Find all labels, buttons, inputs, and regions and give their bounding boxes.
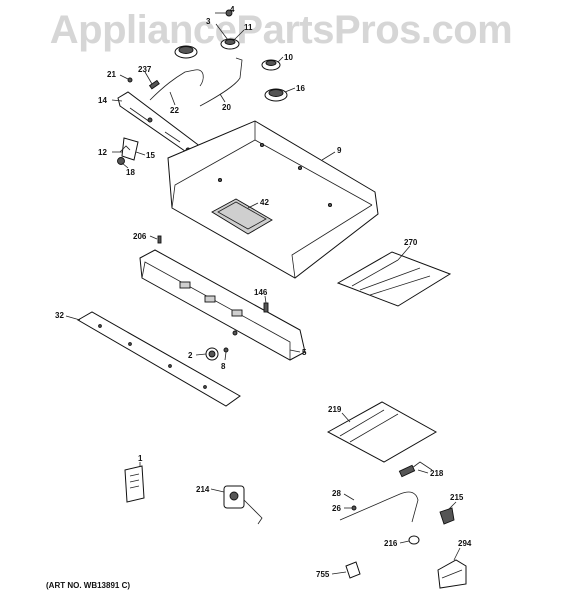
callout-labels: 4 3 11 10 16 21 237 22 20 14 9 12 15 18 … (55, 5, 472, 579)
callout-2: 2 (188, 351, 193, 360)
callout-42: 42 (260, 198, 269, 207)
callout-11: 11 (244, 23, 253, 32)
burner-head-3[interactable] (174, 45, 198, 59)
nut-18[interactable] (117, 157, 125, 165)
watermark: AppliancePartsPros.com (49, 8, 513, 52)
panel-219[interactable] (326, 401, 438, 463)
callout-18: 18 (126, 168, 135, 177)
callout-12: 12 (98, 148, 107, 157)
gas-tube-20[interactable] (199, 57, 243, 107)
callout-16: 16 (296, 84, 305, 93)
callout-22: 22 (170, 106, 179, 115)
callout-218: 218 (430, 469, 444, 478)
clip-146[interactable] (263, 302, 269, 313)
leader-lines (65, 12, 461, 575)
callout-270: 270 (404, 238, 418, 247)
callout-755: 755 (316, 570, 330, 579)
callout-8: 8 (221, 362, 226, 371)
knob-2[interactable] (205, 347, 219, 361)
callout-20: 20 (222, 103, 231, 112)
callout-214: 214 (196, 485, 210, 494)
callout-28: 28 (332, 489, 341, 498)
screw-26[interactable] (351, 505, 357, 511)
art-number: (ART NO. WB13891 C) (46, 581, 131, 590)
callout-237: 237 (138, 65, 152, 74)
callout-26: 26 (332, 504, 341, 513)
callout-10: 10 (284, 53, 293, 62)
burner-head-16[interactable] (264, 88, 288, 102)
wire-218[interactable] (398, 461, 433, 478)
callout-216: 216 (384, 539, 398, 548)
callout-15: 15 (146, 151, 155, 160)
bracket-294[interactable] (437, 559, 467, 589)
orifice-237[interactable] (148, 79, 160, 90)
callout-294: 294 (458, 539, 472, 548)
screw-21[interactable] (127, 77, 133, 83)
callout-215: 215 (450, 493, 464, 502)
screw-206[interactable] (157, 235, 162, 244)
manifold-panel-5[interactable] (139, 249, 306, 361)
bracket-15[interactable] (121, 137, 139, 161)
owner-manual-1[interactable] (124, 465, 145, 503)
gas-tube-22[interactable] (149, 69, 204, 101)
burner-head-11[interactable] (220, 38, 240, 50)
callout-32: 32 (55, 311, 64, 320)
callout-146: 146 (254, 288, 268, 297)
callout-9: 9 (337, 146, 342, 155)
callout-1: 1 (138, 454, 143, 463)
valve-214[interactable] (223, 485, 263, 525)
rod-28[interactable] (339, 491, 419, 523)
callout-3: 3 (206, 17, 211, 26)
callout-4: 4 (230, 5, 235, 14)
trim-strip-32[interactable] (76, 311, 241, 407)
callout-21: 21 (107, 70, 116, 79)
callout-5: 5 (302, 348, 307, 357)
burner-head-10[interactable] (261, 59, 281, 71)
plate-270[interactable] (336, 251, 452, 307)
callout-219: 219 (328, 405, 342, 414)
clip-215[interactable] (439, 507, 455, 525)
clip-12[interactable] (119, 145, 131, 153)
callout-14: 14 (98, 96, 107, 105)
burner-box-9[interactable] (167, 120, 379, 279)
screw-8[interactable] (223, 347, 229, 353)
grommet-216[interactable] (408, 535, 420, 545)
window-42[interactable] (211, 198, 273, 235)
clip-755[interactable] (345, 561, 361, 579)
callout-206: 206 (133, 232, 147, 241)
